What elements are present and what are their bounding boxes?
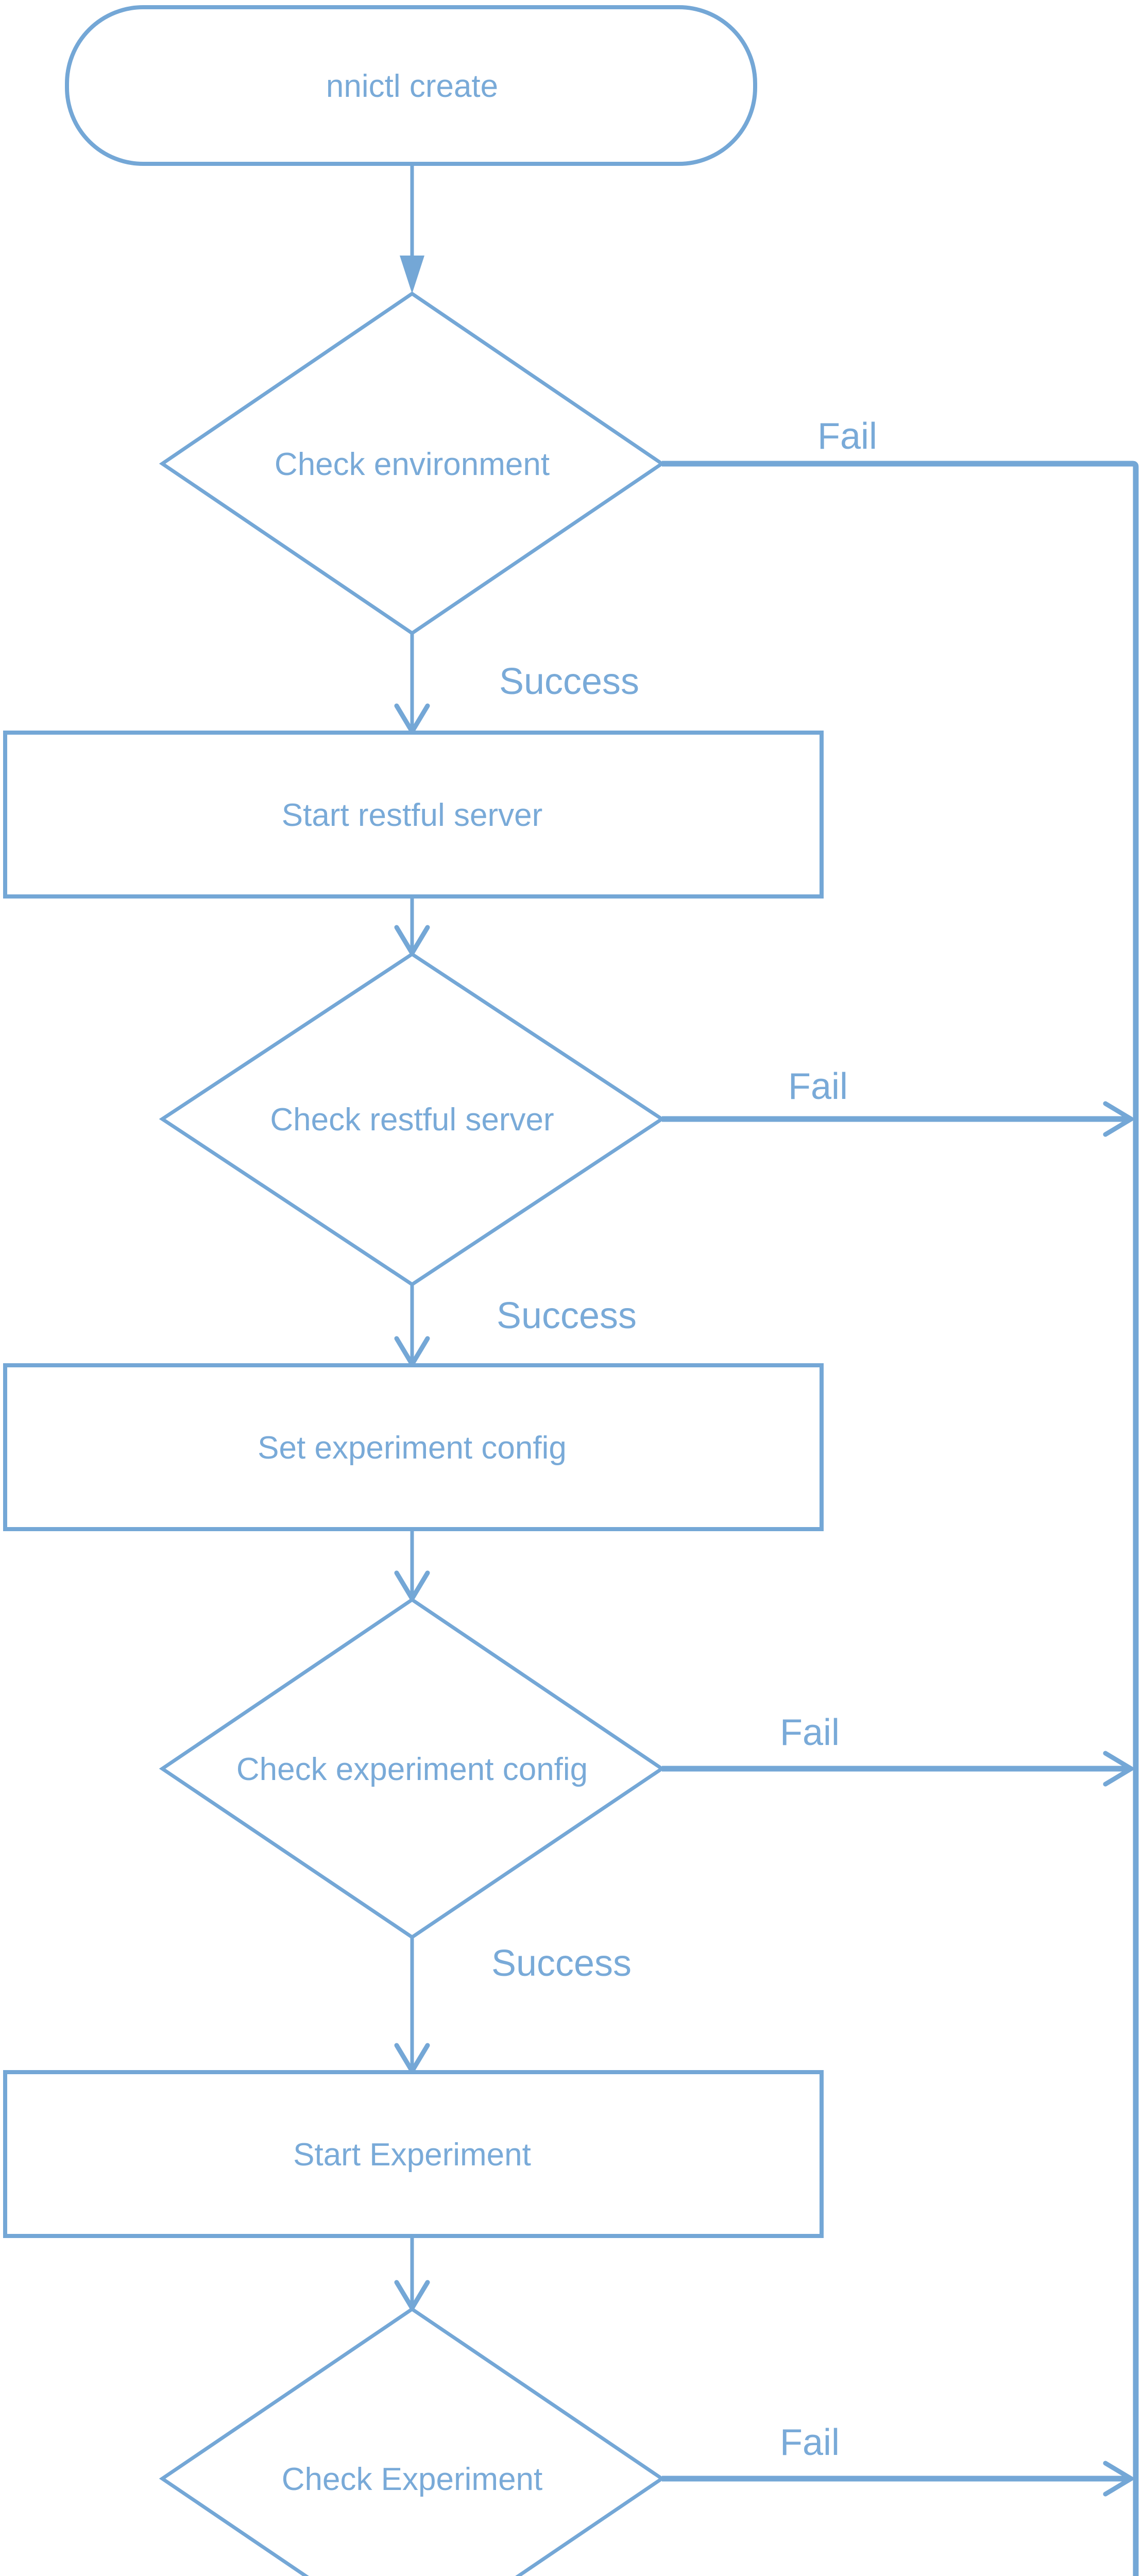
- set-experiment-config-label: Set experiment config: [258, 1430, 567, 1466]
- success-label-2: Success: [497, 1295, 637, 1336]
- node-check-experiment-config: Check experiment config: [159, 1597, 666, 1940]
- check-experiment-label: Check Experiment: [282, 2462, 543, 2497]
- node-start: nnictl create: [65, 5, 757, 166]
- edge-fail-rail: [662, 461, 1139, 2576]
- start-experiment-rect-shape: [3, 2070, 824, 2238]
- fail-rail-line: [662, 461, 1139, 2576]
- node-check-restful-server: Check restful server: [159, 952, 666, 1287]
- arrowhead-fail-rail-icon: [1103, 1101, 1134, 1137]
- node-start-restful-server: Start restful server: [3, 731, 824, 899]
- arrowhead-fail-rail-icon: [1103, 1751, 1134, 1787]
- edge-fail-check-restful-server: [662, 1101, 1134, 1137]
- fail-label-2: Fail: [788, 1066, 848, 1107]
- start-experiment-label: Start Experiment: [293, 2137, 531, 2173]
- edge-check-environment-to-start-restful-server: [394, 633, 430, 734]
- node-check-environment: Check environment: [159, 291, 666, 636]
- edge-fail-check-experiment-config: [662, 1751, 1134, 1787]
- edge-fail-check-experiment: [662, 2461, 1134, 2497]
- edge-check-experiment-config-to-start-experiment: [394, 1937, 430, 2074]
- start-restful-server-rect-shape: [3, 731, 824, 899]
- fail-label-1: Fail: [817, 416, 877, 457]
- check-experiment-diamond-shape: [159, 2307, 666, 2576]
- set-experiment-config-rect-shape: [3, 1363, 824, 1531]
- check-experiment-config-label: Check experiment config: [236, 1752, 588, 1787]
- edge-start-experiment-to-check-experiment: [394, 2236, 430, 2311]
- success-label-1: Success: [499, 661, 639, 702]
- edge-set-experiment-config-to-check-experiment-config: [394, 1529, 430, 1601]
- node-check-experiment: Check Experiment: [159, 2307, 666, 2576]
- node-start-experiment: Start Experiment: [3, 2070, 824, 2238]
- edge-start-restful-server-to-check-restful-server: [394, 896, 430, 956]
- start-restful-server-label: Start restful server: [282, 798, 542, 833]
- check-environment-label: Check environment: [275, 447, 550, 482]
- fail-label-4: Fail: [780, 2422, 840, 2463]
- success-label-3: Success: [491, 1943, 632, 1984]
- start-label: nnictl create: [326, 69, 498, 104]
- node-set-experiment-config: Set experiment config: [3, 1363, 824, 1531]
- arrowhead-check-environment-icon: [400, 256, 424, 294]
- edge-start-to-check-environment: [400, 164, 424, 294]
- fail-label-3: Fail: [780, 1712, 840, 1753]
- arrowhead-fail-rail-icon: [1103, 2461, 1134, 2497]
- check-restful-server-label: Check restful server: [270, 1102, 554, 1138]
- edge-check-restful-server-to-set-experiment-config: [394, 1284, 430, 1367]
